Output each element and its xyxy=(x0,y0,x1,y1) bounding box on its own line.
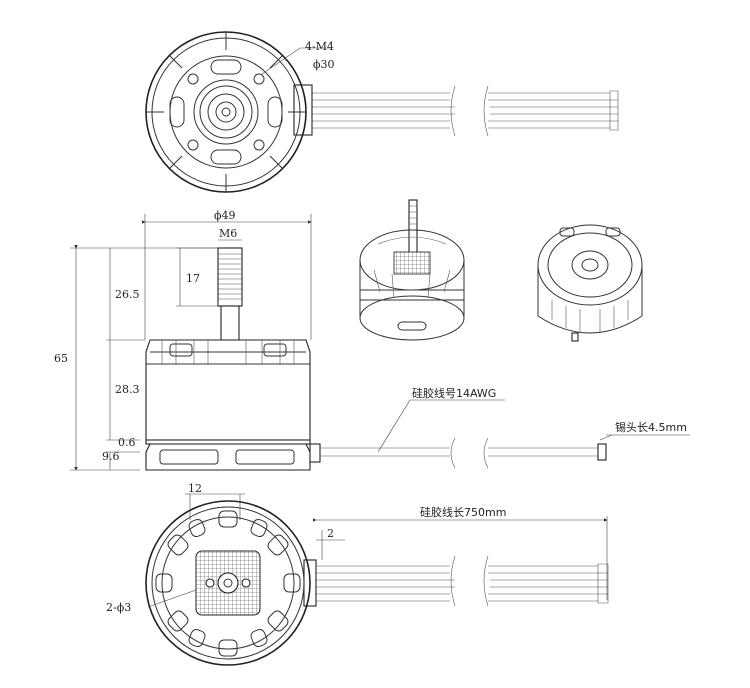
iso-view-back xyxy=(537,224,643,342)
total-height-label: 65 xyxy=(54,352,68,365)
top-pcd-label: ϕ30 xyxy=(313,58,335,71)
bottom-view: 12 硅胶线长750mm 2 xyxy=(106,482,609,666)
top-wires xyxy=(293,84,619,137)
middle-height-label: 28.3 xyxy=(115,383,140,396)
wire-length-label: 硅胶线长750mm xyxy=(420,505,506,519)
tin-length-label: 锡头长4.5mm xyxy=(615,420,687,434)
shaft-thread-label: M6 xyxy=(219,227,237,240)
motor-base xyxy=(145,443,311,471)
top-view: 4-M4 ϕ30 xyxy=(145,31,619,193)
bottom-wires xyxy=(303,555,609,607)
gap-label: 0.6 xyxy=(118,436,136,449)
top-holes-label: 4-M4 xyxy=(305,40,334,53)
wire-gauge-label: 硅胶线号14AWG xyxy=(412,386,496,400)
base-height-label: 9.6 xyxy=(102,450,120,463)
bottom-offset-label: 2 xyxy=(327,527,334,540)
iso-view-front xyxy=(359,199,465,341)
shaft-length-label: 17 xyxy=(186,272,200,285)
bottom-width-label: 12 xyxy=(188,482,202,495)
diameter-label: ϕ49 xyxy=(214,209,236,222)
bottom-outer-ring xyxy=(145,500,311,666)
side-view: ϕ49 M6 65 26.5 28.3 0.6 9.6 17 xyxy=(54,209,690,471)
bottom-holes-label: 2-ϕ3 xyxy=(106,601,131,614)
shaft xyxy=(217,247,243,307)
upper-height-label: 26.5 xyxy=(115,288,140,301)
top-mount-holes xyxy=(187,73,265,151)
